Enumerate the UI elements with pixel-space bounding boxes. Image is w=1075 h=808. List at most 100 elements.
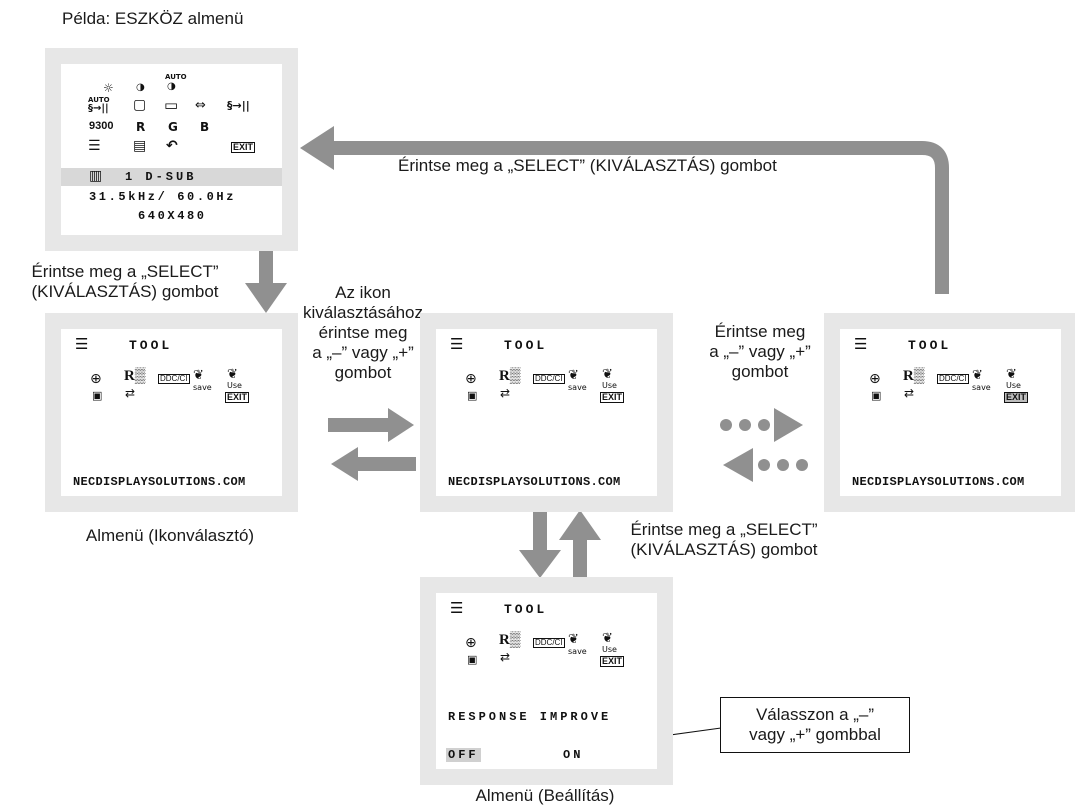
- resolution-notifier-icon: R▒: [499, 632, 521, 648]
- tool-osd-right: ☰ TOOL ⊕ ▣ R▒ ⇄ DDC/CI ❦ save ❦ Use EXIT…: [824, 313, 1075, 512]
- monitor-icon: ▣: [871, 389, 882, 402]
- resolution-notifier-icon: R▒: [903, 368, 925, 384]
- monitor-icon: ▣: [92, 389, 103, 402]
- dot: [720, 419, 732, 431]
- auto-contrast-label: AUTO: [165, 73, 187, 81]
- website-label: NECDISPLAYSOLUTIONS.COM: [852, 475, 1025, 489]
- frequency-label: 31.5kHz/ 60.0Hz: [89, 190, 237, 204]
- factory-reset-icon: ↶: [166, 138, 178, 154]
- tool-osd-left: ☰ TOOL ⊕ ▣ R▒ ⇄ DDC/CI ❦ save ❦ Use EXIT…: [45, 313, 298, 512]
- left-arrow-shaft: [358, 457, 416, 471]
- eco-leaf-use-icon: ❦: [1006, 367, 1017, 382]
- down-arrow-head: [245, 283, 287, 313]
- option-off-selected: OFF: [446, 748, 481, 762]
- tool-icon: ☰: [450, 599, 464, 617]
- main-menu-osd: ☼ ◑ AUTO ◑ AUTO §→|| ▢ ▭ ⇔ §→|| 9300 R G…: [45, 48, 298, 251]
- touch-right-caption: Érintse meg a „–” vagy „+” gombot: [709, 322, 811, 381]
- preset-9300: 9300: [89, 120, 114, 132]
- select-top-caption: Érintse meg a „SELECT” (KIVÁLASZTÁS) gom…: [398, 156, 777, 175]
- eco-leaf-save-icon: ❦: [568, 368, 579, 383]
- callout-box: Válasszon a „–” vagy „+” gombbal: [720, 697, 910, 753]
- exit-icon-selected: EXIT: [1004, 392, 1029, 403]
- red-label: R: [136, 120, 146, 134]
- brightness-icon: ☼: [103, 81, 114, 95]
- tool-title: TOOL: [504, 338, 548, 353]
- dot: [739, 419, 751, 431]
- width-icon: ⇔: [195, 98, 206, 113]
- select-bottom-caption: Érintse meg a „SELECT” (KIVÁLASZTÁS) gom…: [630, 520, 818, 559]
- exit-icon: EXIT: [600, 392, 625, 403]
- save-label: save: [193, 383, 212, 392]
- use-label: Use: [1006, 381, 1021, 390]
- resolution-label: 640X480: [138, 209, 207, 223]
- use-label: Use: [602, 381, 617, 390]
- left-arrow-head: [331, 447, 358, 481]
- tool-icon: ☰: [450, 335, 464, 353]
- auto-contrast-icon: ◑: [167, 81, 176, 92]
- tool-icon: ☰: [854, 335, 868, 353]
- save-label: save: [568, 383, 587, 392]
- input-row-highlight: [61, 168, 282, 186]
- dotted-left-arrow-head: [723, 448, 753, 482]
- zoom-icon: ⊕: [90, 371, 102, 387]
- ddc-ci-icon: DDC/CI: [937, 374, 969, 384]
- auto-adjust-label: AUTO: [88, 96, 110, 104]
- monitor-icon: ▣: [467, 389, 478, 402]
- contrast-icon: ◑: [136, 82, 145, 93]
- down-arrow2-shaft: [533, 506, 547, 554]
- setting-name: RESPONSE IMPROVE: [448, 710, 612, 724]
- use-label: Use: [227, 381, 242, 390]
- eco-leaf-save-icon: ❦: [972, 368, 983, 383]
- website-label: NECDISPLAYSOLUTIONS.COM: [448, 475, 621, 489]
- resolution-notifier-icon: R▒: [124, 368, 146, 384]
- eco-leaf-use-icon: ❦: [227, 367, 238, 382]
- green-label: G: [168, 120, 178, 134]
- down-arrow2-head: [519, 550, 561, 578]
- hot-key-icon: ⇄: [904, 386, 915, 400]
- zoom-icon: ⊕: [869, 371, 881, 387]
- tool-title: TOOL: [504, 602, 548, 617]
- exit-icon: EXIT: [225, 392, 250, 403]
- website-label: NECDISPLAYSOLUTIONS.COM: [73, 475, 246, 489]
- return-path-line: [330, 141, 949, 294]
- example-title: Példa: ESZKÖZ almenü: [62, 9, 244, 28]
- ddc-ci-icon: DDC/CI: [533, 374, 565, 384]
- select-left-caption: Érintse meg a „SELECT” (KIVÁLASZTÁS) gom…: [31, 262, 219, 301]
- return-arrowhead: [300, 126, 334, 170]
- exit-icon: EXIT: [600, 656, 625, 667]
- eco-leaf-save-icon: ❦: [193, 368, 204, 383]
- eco-leaf-save-icon: ❦: [568, 632, 579, 647]
- tool-osd-middle: ☰ TOOL ⊕ ▣ R▒ ⇄ DDC/CI ❦ save ❦ Use EXIT…: [420, 313, 673, 512]
- osd-settings-icon: ▤: [133, 138, 147, 154]
- resolution-notifier-icon: R▒: [499, 368, 521, 384]
- h-size-icon: ▭: [164, 96, 179, 114]
- tool-osd-setting: ☰ TOOL ⊕ ▣ R▒ ⇄ DDC/CI ❦ save ❦ Use EXIT…: [420, 577, 673, 785]
- tool-icon: ☰: [88, 138, 101, 154]
- submenu-setting-caption: Almenü (Beállítás): [475, 786, 615, 805]
- ddc-ci-icon: DDC/CI: [533, 638, 565, 648]
- hot-key-icon: ⇄: [500, 650, 511, 664]
- save-label: save: [972, 383, 991, 392]
- up-arrow-shaft: [573, 538, 587, 580]
- use-label: Use: [602, 645, 617, 654]
- blue-label: B: [200, 120, 210, 134]
- hot-key-icon: ⇄: [500, 386, 511, 400]
- zoom-icon: ⊕: [465, 635, 477, 651]
- tool-title: TOOL: [908, 338, 952, 353]
- tool-title: TOOL: [129, 338, 173, 353]
- auto-adjust-icon: §→||: [88, 103, 109, 114]
- exit-icon: EXIT: [231, 142, 256, 153]
- submenu-icon-caption: Almenü (Ikonválasztó): [85, 526, 255, 545]
- dot: [758, 459, 770, 471]
- vga-connector-icon: ▥: [89, 168, 103, 184]
- input-label: 1 D-SUB: [125, 170, 197, 184]
- right-arrow-head: [388, 408, 414, 442]
- right-arrow-shaft: [328, 418, 390, 432]
- dot: [796, 459, 808, 471]
- icon-select-caption: Az ikon kiválasztásához érintse meg a „–…: [302, 283, 423, 382]
- down-arrow-shaft: [259, 245, 273, 285]
- dot: [777, 459, 789, 471]
- hot-key-icon: ⇄: [125, 386, 136, 400]
- up-arrow-head: [559, 510, 601, 540]
